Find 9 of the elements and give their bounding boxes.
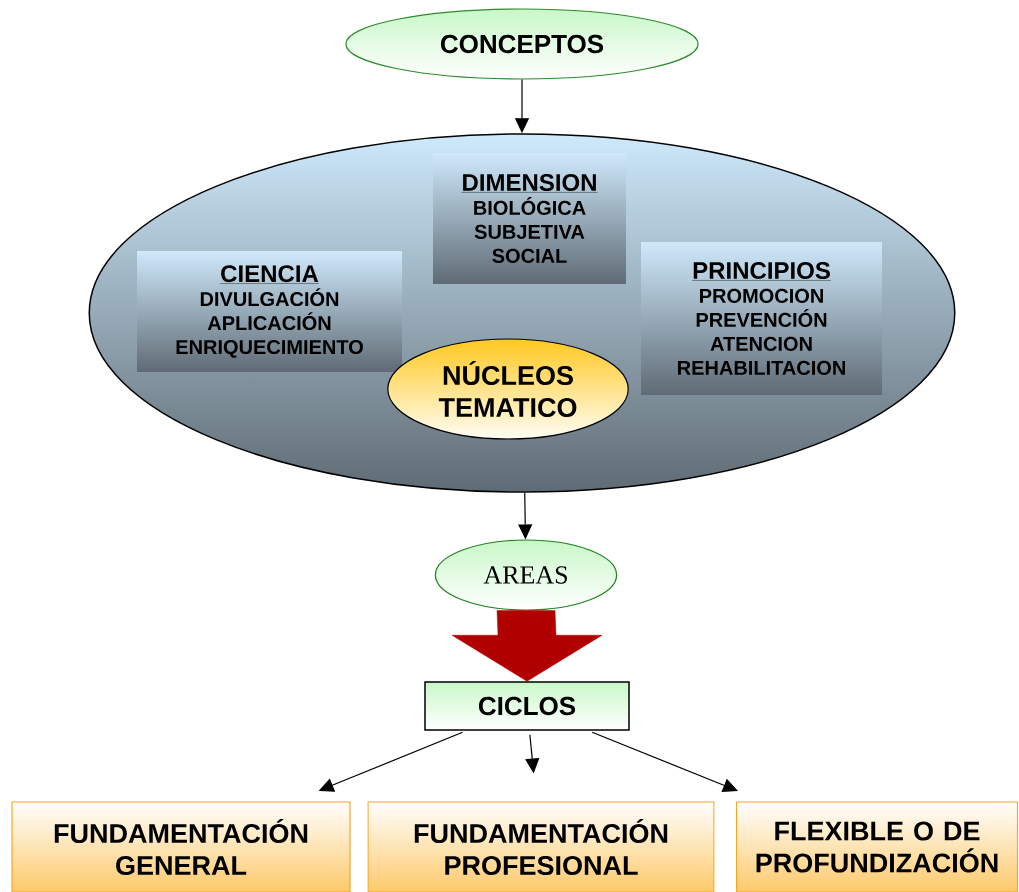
dimension-box: DIMENSION BIOLÓGICA SUBJETIVA SOCIAL: [461, 174, 598, 263]
arrow: [591, 731, 738, 792]
principles-box: PRINCIPIOS PROMOCION PREVENCIÓN ATENCION REHABILITACION: [678, 262, 845, 375]
science-box: CIENCIA DIVULGACIÓN APLICACIÓN ENRIQUECIMIENTO: [176, 265, 363, 358]
block-arrow: [451, 610, 603, 682]
stage-box: FLEXIBLE O DE PROFUNDIZACIÓN: [735, 801, 1019, 892]
stage-box: FUNDAMENTACIÓN GENERAL: [11, 801, 351, 892]
cycles-box: CICLOS: [424, 681, 630, 731]
stage-box: FUNDAMENTACIÓN PROFESIONAL: [367, 801, 715, 892]
